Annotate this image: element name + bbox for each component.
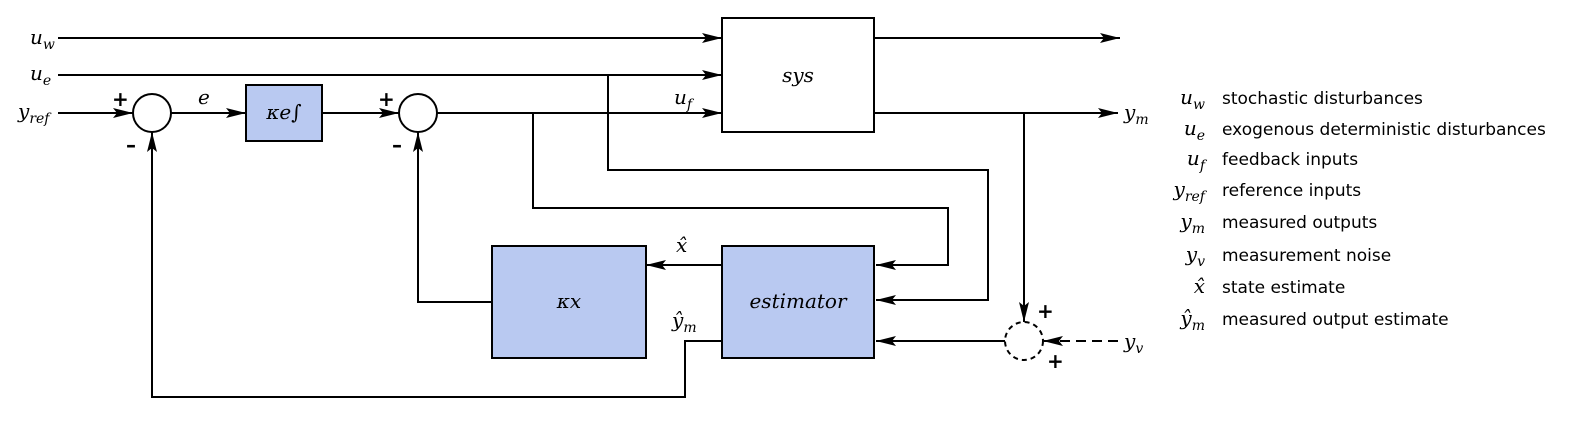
sign-plus: +: [1047, 349, 1064, 373]
svg-text:yv: yv: [1185, 242, 1205, 270]
estimator-label: estimator: [749, 289, 848, 313]
legend: uw stochastic disturbances ue exogenous de…: [1173, 85, 1546, 334]
sum-junction-1: [132, 93, 172, 133]
label-y-ref: yref: [17, 99, 52, 127]
y-m-hat-feedback-arrow: [147, 132, 722, 398]
sys-label: sys: [782, 63, 814, 87]
legend-desc: measured output estimate: [1222, 310, 1449, 330]
integrator-gain-label: κe∫: [265, 100, 301, 124]
integrator-gain-block: [245, 84, 323, 142]
state-feedback-arrow: [413, 132, 492, 303]
svg-text:uf: uf: [1187, 146, 1208, 174]
svg-text:uw: uw: [1180, 85, 1205, 113]
label-u-e: ue: [30, 61, 51, 89]
svg-text:ym: ym: [1179, 209, 1205, 237]
state-gain-label: κx: [556, 289, 581, 313]
legend-desc: feedback inputs: [1222, 150, 1358, 170]
legend-desc: measurement noise: [1222, 246, 1391, 266]
legend-desc: state estimate: [1222, 278, 1345, 298]
svg-text:x̂: x̂: [1194, 274, 1205, 298]
legend-desc: exogenous deterministic disturbances: [1222, 120, 1546, 140]
svg-text:yref: yref: [1173, 177, 1208, 205]
sys-block: [721, 17, 875, 133]
sign-plus: +: [1037, 299, 1054, 323]
legend-desc: measured outputs: [1222, 213, 1377, 233]
sign-plus: +: [112, 87, 129, 111]
sum-junction-2: [398, 93, 438, 133]
state-gain-block: [491, 245, 647, 359]
label-e: e: [198, 85, 210, 109]
label-u-w: uw: [30, 25, 55, 53]
estimator-block: [721, 245, 875, 359]
legend-desc: reference inputs: [1222, 181, 1361, 201]
label-y-v: yv: [1123, 329, 1143, 357]
svg-text:ue: ue: [1184, 116, 1205, 144]
sign-minus: –: [392, 133, 402, 157]
legend-desc: stochastic disturbances: [1222, 89, 1423, 109]
label-y-m: ym: [1123, 100, 1149, 128]
noise-sum-junction: [1004, 321, 1044, 361]
label-x-hat: x̂: [676, 233, 687, 257]
sign-minus: –: [126, 133, 136, 157]
sign-plus: +: [378, 87, 395, 111]
u-f-to-estimator-arrow: [532, 113, 949, 270]
label-u-f: uf: [674, 85, 695, 113]
label-y-m-hat: ŷm: [671, 308, 697, 336]
svg-text:ŷm: ŷm: [1179, 306, 1205, 334]
u-e-to-estimator-arrow: [607, 75, 989, 305]
